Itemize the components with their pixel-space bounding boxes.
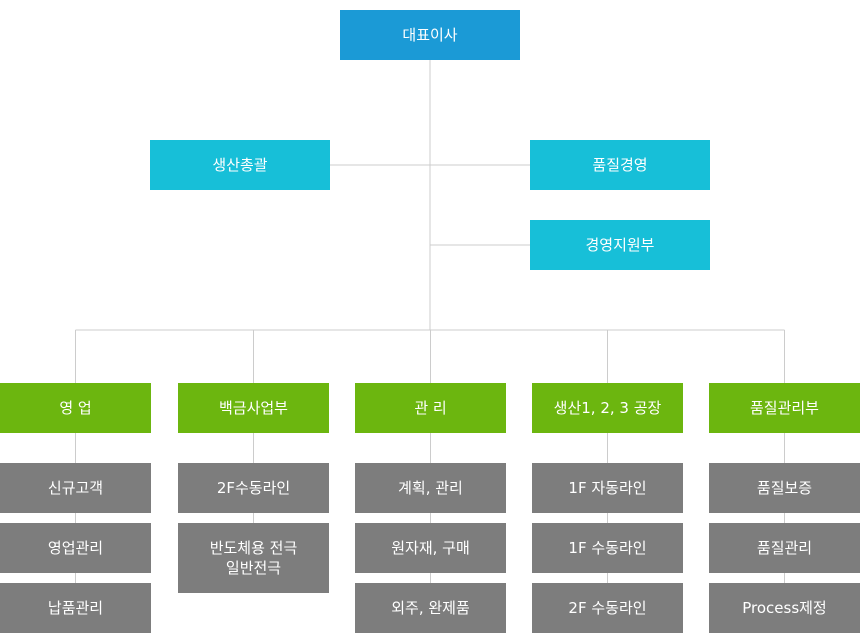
ceo-box: 대표이사 [340,10,520,60]
unit-box: 계획, 관리 [355,463,506,513]
unit-box: Process제정 [709,583,860,633]
staff-box-production-general: 생산총괄 [150,140,330,190]
unit-box: 영업관리 [0,523,151,573]
staff-box-management-support: 경영지원부 [530,220,710,270]
department-box: 생산1, 2, 3 공장 [532,383,683,433]
staff-box-quality-management: 품질경영 [530,140,710,190]
unit-box: 품질보증 [709,463,860,513]
unit-box: 2F수동라인 [178,463,329,513]
department-box: 관 리 [355,383,506,433]
unit-box: 2F 수동라인 [532,583,683,633]
department-box: 백금사업부 [178,383,329,433]
unit-box: 납품관리 [0,583,151,633]
unit-box: 품질관리 [709,523,860,573]
unit-box: 원자재, 구매 [355,523,506,573]
department-box: 영 업 [0,383,151,433]
unit-box: 외주, 완제품 [355,583,506,633]
unit-box: 신규고객 [0,463,151,513]
unit-box: 1F 수동라인 [532,523,683,573]
unit-box: 1F 자동라인 [532,463,683,513]
department-box: 품질관리부 [709,383,860,433]
unit-box: 반도체용 전극 일반전극 [178,523,329,593]
